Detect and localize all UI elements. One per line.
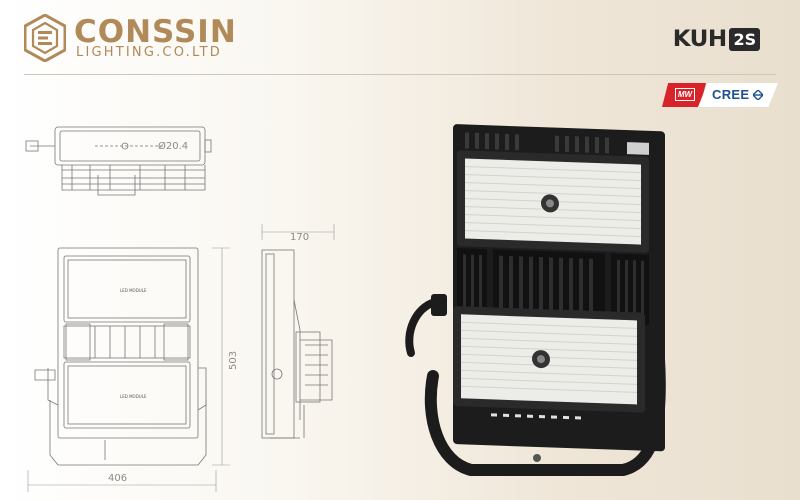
cree-badge <box>698 83 778 107</box>
series-name: KUH <box>672 26 728 52</box>
brand-name: CONSSIN <box>74 14 237 50</box>
meanwell-badge: MW <box>662 83 706 107</box>
meanwell-icon: MW <box>675 88 695 101</box>
profile-view-drawing <box>261 249 333 439</box>
brand-subtitle: LIGHTING.CO.LTD <box>76 45 222 60</box>
header: CONSSIN LIGHTING.CO.LTD KUH 2S <box>0 0 800 75</box>
side-view-drawing <box>25 126 212 196</box>
height-dimension-line <box>212 247 230 466</box>
depth-dimension-line <box>261 224 335 240</box>
front-view-drawing <box>34 247 207 466</box>
cree-diamond-icon <box>753 90 763 100</box>
series-badge: KUH 2S <box>672 25 761 53</box>
width-dimension-line <box>27 470 217 492</box>
technical-drawings: Ø20.4 LED MODULE LED MODULE 406 503 <box>25 126 335 492</box>
width-dimension: 406 <box>108 473 127 484</box>
led-module-label-bottom: LED MODULE <box>120 394 147 399</box>
depth-dimension: 170 <box>290 232 309 243</box>
certification-strip: MW CREE <box>662 83 778 107</box>
diameter-dimension: Ø20.4 <box>158 140 188 152</box>
cree-label: CREE <box>712 87 750 102</box>
series-code: 2S <box>729 27 761 51</box>
conssin-logo-icon <box>24 14 66 62</box>
height-dimension: 503 <box>228 351 239 370</box>
floodlight-product-icon <box>405 124 666 476</box>
header-divider <box>24 74 776 75</box>
led-module-label-top: LED MODULE <box>120 288 147 293</box>
